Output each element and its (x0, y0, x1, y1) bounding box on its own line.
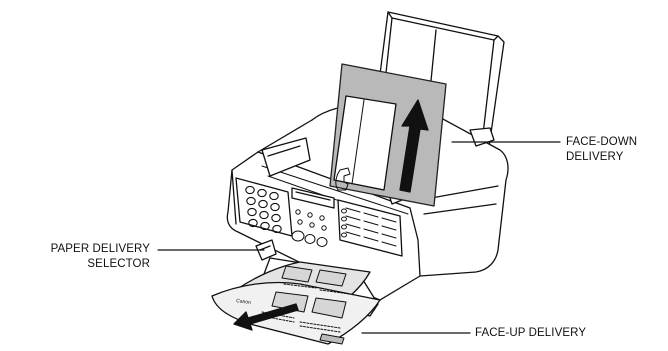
label-face-up-line1: FACE-UP DELIVERY (475, 326, 586, 341)
label-face-down-delivery: FACE-DOWN DELIVERY (566, 135, 637, 165)
label-selector-line2: SELECTOR (6, 257, 150, 272)
label-selector-line1: PAPER DELIVERY (6, 242, 150, 257)
label-face-down-line1: FACE-DOWN (566, 135, 637, 150)
label-face-down-line2: DELIVERY (566, 150, 637, 165)
label-face-up-delivery: FACE-UP DELIVERY (475, 326, 586, 341)
label-paper-delivery-selector: PAPER DELIVERY SELECTOR (6, 242, 150, 272)
